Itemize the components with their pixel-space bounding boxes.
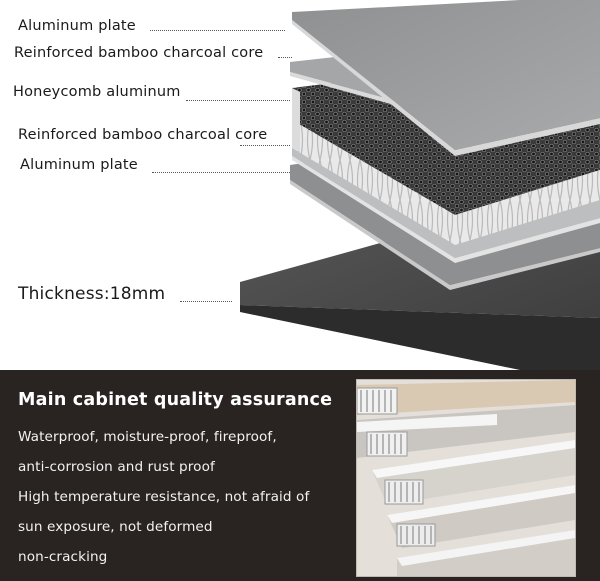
stacked-panels-illustration bbox=[357, 380, 575, 576]
assurance-line: non-cracking bbox=[18, 549, 108, 565]
label-aluminum-plate-top: Aluminum plate bbox=[18, 18, 136, 34]
leader-line bbox=[186, 100, 290, 101]
leader-line bbox=[278, 57, 292, 58]
leader-line bbox=[180, 301, 232, 302]
leader-line bbox=[240, 145, 290, 146]
layer-diagram: Aluminum plate Reinforced bamboo charcoa… bbox=[13, 0, 600, 370]
label-honeycomb-aluminum: Honeycomb aluminum bbox=[13, 84, 181, 100]
label-bamboo-core-bottom: Reinforced bamboo charcoal core bbox=[18, 127, 268, 143]
top-aluminum-plate bbox=[292, 0, 600, 156]
assurance-line: sun exposure, not deformed bbox=[18, 519, 213, 535]
quality-assurance-panel: Main cabinet quality assurance Waterproo… bbox=[0, 370, 600, 581]
label-aluminum-plate-bottom: Aluminum plate bbox=[20, 157, 138, 173]
layers-illustration bbox=[240, 0, 600, 370]
assurance-line: High temperature resistance, not afraid … bbox=[18, 489, 310, 505]
leader-line bbox=[152, 172, 290, 173]
assurance-line: anti-corrosion and rust proof bbox=[18, 459, 215, 475]
assurance-line: Waterproof, moisture-proof, fireproof, bbox=[18, 429, 277, 445]
stacked-panels-photo bbox=[356, 379, 576, 577]
label-bamboo-core-top: Reinforced bamboo charcoal core bbox=[14, 45, 264, 61]
label-thickness: Thickness:18mm bbox=[18, 284, 166, 304]
leader-line bbox=[150, 30, 285, 31]
assurance-title: Main cabinet quality assurance bbox=[18, 390, 333, 410]
